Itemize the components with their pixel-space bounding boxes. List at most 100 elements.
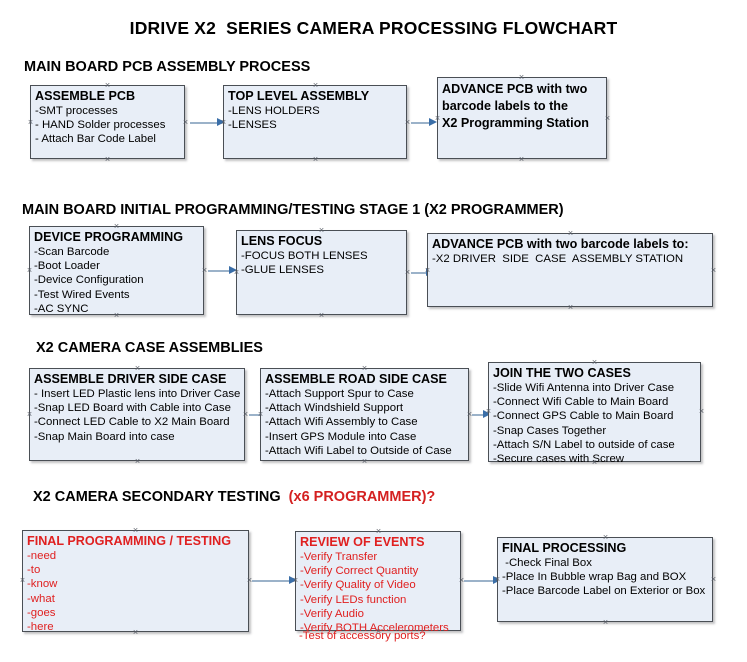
section-header-x2-camera-case-assemblies: X2 CAMERA CASE ASSEMBLIES [36, 340, 263, 356]
handle-left-advance-pcb-to-x2-programming-station[interactable] [434, 115, 441, 122]
handle-right-assemble-pcb[interactable] [182, 119, 189, 126]
handle-top-assemble-driver-side-case[interactable] [134, 365, 141, 372]
box-device-programming-line-4: -AC SYNC [34, 302, 89, 315]
handle-right-advance-pcb-to-driver-side-case-assembly-station[interactable] [710, 267, 717, 274]
box-advance-pcb-to-driver-side-case-assembly-station[interactable]: ADVANCE PCB with two barcode labels to: … [427, 233, 713, 307]
box-join-the-two-cases-line-4: -Attach S/N Label to outside of case [493, 438, 675, 451]
box-review-of-events-line-2: -Verify Quality of Video [300, 579, 416, 592]
box-join-the-two-cases-content: JOIN THE TWO CASES -Slide Wifi Antenna i… [489, 363, 700, 466]
box-review-of-events-line-0: -Verify Transfer [300, 551, 378, 563]
handle-left-assemble-driver-side-case[interactable] [26, 411, 33, 418]
box-assemble-driver-side-case[interactable]: ASSEMBLE DRIVER SIDE CASE - Insert LED P… [29, 368, 245, 461]
handle-bottom-device-programming[interactable] [113, 312, 120, 319]
box-final-programming-testing[interactable]: FINAL PROGRAMMING / TESTING -need -to -k… [22, 530, 249, 633]
handle-bottom-final-processing[interactable] [602, 619, 609, 626]
box-device-programming-line-1: -Boot Loader [34, 260, 100, 273]
handle-right-advance-pcb-to-x2-programming-station[interactable] [604, 115, 611, 122]
handle-left-final-programming-testing[interactable] [19, 577, 26, 584]
handle-right-final-processing[interactable] [710, 576, 717, 583]
handle-right-join-the-two-cases[interactable] [698, 408, 705, 415]
handle-bottom-final-programming-testing[interactable] [132, 629, 139, 636]
handle-left-top-level-assembly[interactable] [220, 119, 227, 126]
box-join-the-two-cases[interactable]: JOIN THE TWO CASES -Slide Wifi Antenna i… [488, 362, 701, 465]
connector-top-level-assembly-to-advance-pcb [411, 122, 430, 124]
handle-right-lens-focus[interactable] [404, 269, 411, 276]
connector-driver-side-to-road-side [249, 414, 263, 416]
box-assemble-driver-side-case-line-2: -Connect LED Cable to X2 Main Board [34, 416, 230, 429]
handle-bottom-assemble-road-side-case[interactable] [361, 458, 368, 465]
page-title: IDRIVE X2 SERIES CAMERA PROCESSING FLOWC… [129, 18, 618, 38]
handle-left-lens-focus[interactable] [233, 269, 240, 276]
connector-device-programming-to-lens-focus [208, 270, 230, 272]
section-header-x2-camera-secondary-testing-accent: (x6 PROGRAMMER)? [288, 489, 436, 505]
box-assemble-driver-side-case-line-3: -Snap Main Board into case [34, 430, 175, 443]
box-assemble-pcb[interactable]: ASSEMBLE PCB -SMT processes - HAND Solde… [30, 85, 185, 159]
box-lens-focus[interactable]: LENS FOCUS -FOCUS BOTH LENSES -GLUE LENS… [236, 230, 407, 315]
handle-top-top-level-assembly[interactable] [312, 82, 319, 89]
box-lens-focus-content: LENS FOCUS -FOCUS BOTH LENSES -GLUE LENS… [237, 231, 406, 277]
handle-left-join-the-two-cases[interactable] [485, 408, 492, 415]
section-header-main-board-pcb-assembly-process: MAIN BOARD PCB ASSEMBLY PROCESS [24, 59, 311, 75]
box-assemble-road-side-case[interactable]: ASSEMBLE ROAD SIDE CASE -Attach Support … [260, 368, 469, 461]
box-assemble-driver-side-case-line-1: -Snap LED Board with Cable into Case [34, 402, 231, 415]
box-review-of-events-line-3: -Verify LEDs function [300, 593, 407, 606]
handle-bottom-advance-pcb-to-driver-side-case-assembly-station[interactable] [567, 304, 574, 311]
box-assemble-road-side-case-line-2: -Attach Wifi Assembly to Case [265, 416, 418, 429]
box-assemble-pcb-content: ASSEMBLE PCB -SMT processes - HAND Solde… [31, 86, 184, 147]
handle-left-advance-pcb-to-driver-side-case-assembly-station[interactable] [424, 267, 431, 274]
handle-bottom-assemble-pcb[interactable] [104, 156, 111, 163]
handle-right-top-level-assembly[interactable] [404, 119, 411, 126]
handle-bottom-assemble-driver-side-case[interactable] [134, 458, 141, 465]
handle-bottom-advance-pcb-to-x2-programming-station[interactable] [518, 156, 525, 163]
connector-assemble-pcb-to-top-level-assembly [190, 122, 218, 124]
box-advance-pcb-to-x2-programming-station-title: ADVANCE PCB with two barcode labels to t… [442, 82, 589, 130]
connector-road-side-to-join-cases [472, 414, 485, 416]
handle-bottom-join-the-two-cases[interactable] [591, 459, 598, 466]
box-device-programming[interactable]: DEVICE PROGRAMMING -Scan Barcode -Boot L… [29, 226, 204, 315]
box-assemble-pcb-line-2: - Attach Bar Code Label [35, 133, 156, 146]
handle-bottom-lens-focus[interactable] [318, 312, 325, 319]
handle-left-assemble-pcb[interactable] [27, 119, 34, 126]
box-assemble-road-side-case-content: ASSEMBLE ROAD SIDE CASE -Attach Support … [261, 369, 468, 458]
box-device-programming-line-2: -Device Configuration [34, 274, 144, 287]
box-review-of-events-title: REVIEW OF EVENTS [300, 535, 425, 549]
box-assemble-road-side-case-line-1: -Attach Windshield Support [265, 402, 404, 415]
handle-top-assemble-road-side-case[interactable] [361, 365, 368, 372]
handle-bottom-top-level-assembly[interactable] [312, 156, 319, 163]
box-final-programming-testing-line-0: -need [27, 550, 57, 562]
handle-right-assemble-driver-side-case[interactable] [242, 411, 249, 418]
handle-left-device-programming[interactable] [26, 267, 33, 274]
box-advance-pcb-to-x2-programming-station[interactable]: ADVANCE PCB with two barcode labels to t… [437, 77, 607, 159]
box-final-programming-testing-title: FINAL PROGRAMMING / TESTING [27, 534, 232, 548]
handle-top-final-processing[interactable] [602, 534, 609, 541]
handle-top-advance-pcb-to-x2-programming-station[interactable] [518, 74, 525, 81]
box-assemble-road-side-case-line-0: -Attach Support Spur to Case [265, 388, 414, 400]
box-device-programming-line-0: -Scan Barcode [34, 246, 110, 258]
box-advance-pcb-to-driver-side-case-assembly-station-title: ADVANCE PCB with two barcode labels to: [432, 237, 689, 251]
handle-top-final-programming-testing[interactable] [132, 527, 139, 534]
box-review-of-events[interactable]: REVIEW OF EVENTS -Verify Transfer -Verif… [295, 531, 461, 634]
handle-bottom-review-of-events[interactable] [375, 628, 382, 635]
handle-top-device-programming[interactable] [113, 223, 120, 230]
box-final-processing[interactable]: FINAL PROCESSING -Check Final Box -Place… [497, 537, 713, 622]
box-join-the-two-cases-title: JOIN THE TWO CASES [493, 366, 631, 380]
handle-left-final-processing[interactable] [494, 576, 501, 583]
handle-left-assemble-road-side-case[interactable] [257, 411, 264, 418]
section-header-x2-camera-secondary-testing-text: X2 CAMERA SECONDARY TESTING [33, 489, 289, 505]
handle-top-assemble-pcb[interactable] [104, 82, 111, 89]
box-assemble-driver-side-case-line-0: - Insert LED Plastic lens into Driver Ca… [34, 388, 241, 400]
box-final-processing-content: FINAL PROCESSING -Check Final Box -Place… [498, 538, 712, 599]
box-lens-focus-title: LENS FOCUS [241, 234, 323, 248]
handle-right-device-programming[interactable] [201, 267, 208, 274]
box-review-of-events-overflow-line: -Test of accessory ports? [299, 630, 426, 642]
box-assemble-pcb-line-0: -SMT processes [35, 105, 118, 117]
box-lens-focus-line-1: -GLUE LENSES [241, 264, 324, 277]
handle-top-review-of-events[interactable] [375, 528, 382, 535]
box-assemble-driver-side-case-content: ASSEMBLE DRIVER SIDE CASE - Insert LED P… [30, 369, 244, 444]
handle-left-review-of-events[interactable] [292, 577, 299, 584]
handle-top-join-the-two-cases[interactable] [591, 359, 598, 366]
box-join-the-two-cases-line-3: -Snap Cases Together [493, 424, 607, 437]
box-top-level-assembly[interactable]: TOP LEVEL ASSEMBLY -LENS HOLDERS -LENSES [223, 85, 407, 159]
handle-top-lens-focus[interactable] [318, 227, 325, 234]
handle-top-advance-pcb-to-driver-side-case-assembly-station[interactable] [567, 230, 574, 237]
